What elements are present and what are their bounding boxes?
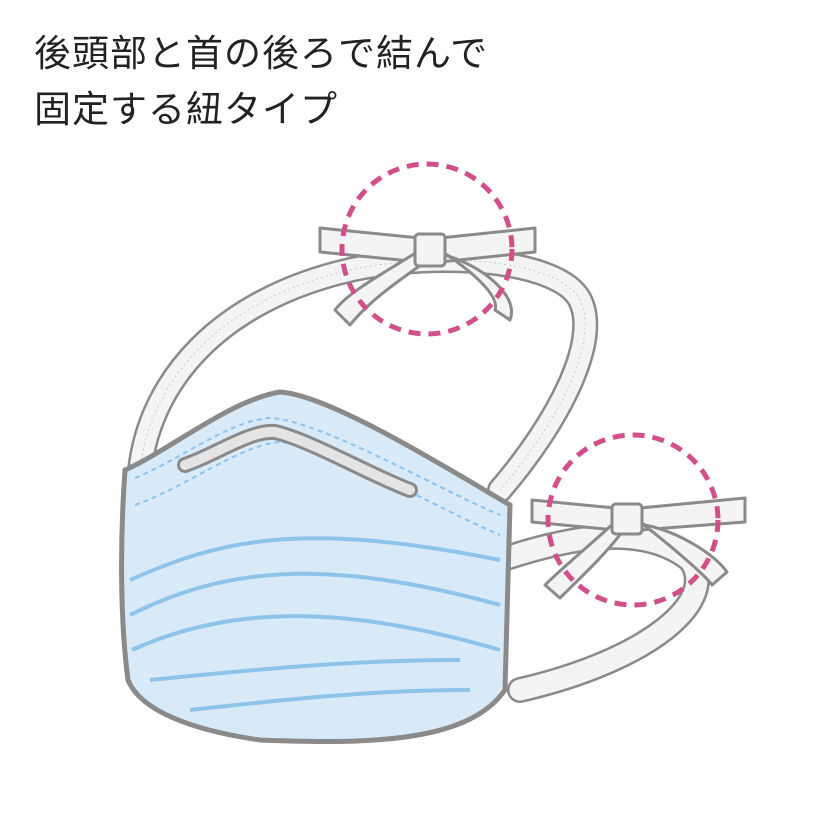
mask-body bbox=[119, 389, 513, 745]
caption-line-2: 固定する紐タイプ bbox=[34, 88, 338, 131]
caption-line-1: 後頭部と首の後ろで結んで bbox=[34, 32, 489, 75]
lower-knot-highlight-circle bbox=[545, 432, 721, 608]
caption: 後頭部と首の後ろで結んで 固定する紐タイプ bbox=[34, 26, 488, 138]
upper-bow bbox=[318, 226, 537, 327]
lower-bow bbox=[530, 496, 747, 600]
upper-knot-highlight-circle bbox=[339, 161, 515, 337]
